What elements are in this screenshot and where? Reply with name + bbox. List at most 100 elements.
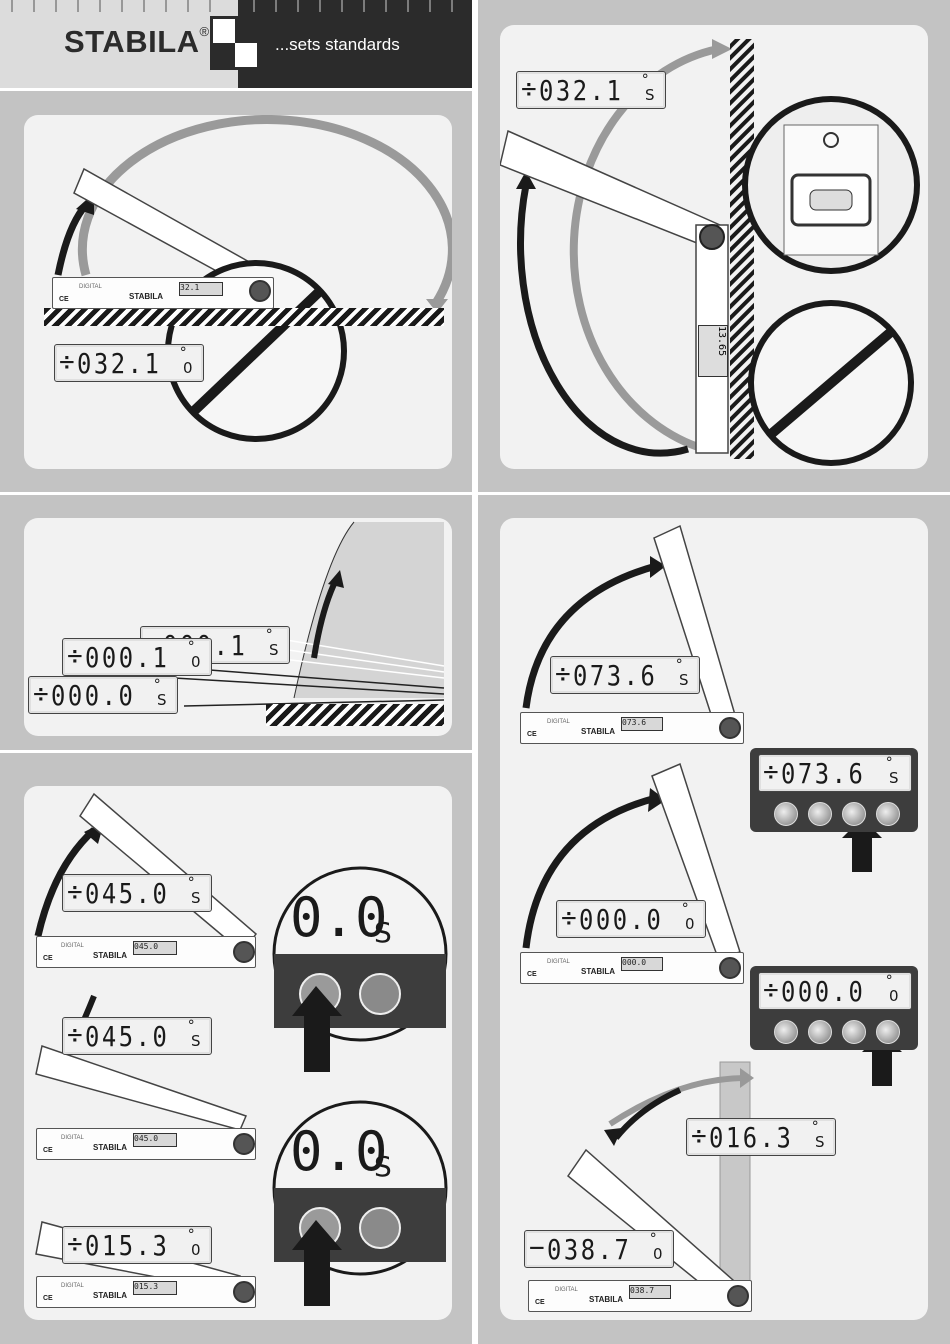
device-1: DIGITAL STABILA 073.6 CE: [520, 712, 744, 744]
header-divider: [0, 88, 472, 91]
panel-3-illustration: [173, 521, 445, 707]
display-unit: S: [191, 889, 201, 907]
display-value: 000.0: [51, 679, 136, 712]
divide-icon: ÷: [33, 679, 49, 709]
ruler-scale: [11, 0, 453, 12]
divide-icon: ÷: [763, 757, 779, 787]
display-value: 015.3: [85, 1229, 170, 1262]
degree-icon: °: [187, 1227, 196, 1243]
degree-icon: °: [187, 875, 196, 891]
light-button[interactable]: [808, 1020, 832, 1044]
ce-mark: CE: [43, 1295, 53, 1302]
display-unit: 0: [653, 1245, 663, 1263]
lcd-display-1: ÷ 045.0 ° S: [62, 874, 212, 912]
device-3: DIGITAL STABILA 015.3 CE: [36, 1276, 256, 1308]
divide-icon: ÷: [67, 1020, 83, 1050]
stabila-logo: [210, 16, 260, 70]
lcd-display-2: ÷ 000.0 ° 0: [556, 900, 706, 938]
lcd-display-1: ÷ 073.6 ° S: [550, 656, 700, 694]
zoom-panel-2: ÷ 000.0 ° 0: [750, 966, 918, 1050]
lcd-display-3: ÷ 015.3 ° 0: [62, 1226, 212, 1264]
device-1: DIGITAL STABILA 32.1 CE: [52, 277, 274, 309]
divide-icon: ÷: [521, 74, 537, 104]
device-readout: 13.65: [698, 325, 728, 377]
ce-mark: CE: [43, 1147, 53, 1154]
display-value: 032.1: [539, 74, 624, 107]
divide-icon: ÷: [67, 1229, 83, 1259]
display-unit: 0: [191, 1241, 201, 1259]
degree-icon: °: [681, 901, 690, 917]
hinge-icon: [233, 1281, 255, 1303]
mode-button[interactable]: [842, 802, 866, 826]
degree-icon: °: [885, 973, 894, 989]
hold-button[interactable]: [876, 1020, 900, 1044]
display-value: 000.0: [781, 975, 866, 1008]
mode-button[interactable]: [842, 1020, 866, 1044]
degree-icon: °: [885, 755, 894, 771]
device-1: DIGITAL STABILA 045.0 CE: [36, 936, 256, 968]
model-label: DIGITAL: [79, 284, 102, 290]
ce-mark: CE: [527, 971, 537, 978]
display-unit: S: [645, 86, 655, 104]
panel-5: DIGITAL STABILA 073.6 CE DIGITAL STABILA…: [500, 518, 928, 1320]
device-2: DIGITAL STABILA 045.0 CE: [36, 1128, 256, 1160]
display-unit: 0: [183, 359, 193, 377]
brand-name: STABILA®: [64, 24, 210, 59]
surface-hatch: [266, 704, 444, 726]
panel-1: DIGITAL STABILA 32.1 CE ÷ 032.1 ° 0: [24, 115, 452, 469]
divide-icon: ÷: [555, 659, 571, 689]
divide-icon: ÷: [67, 641, 83, 671]
panel-2: ÷ 032.1 ° S 13.65: [500, 25, 928, 469]
display-unit: S: [889, 769, 899, 787]
hinge-icon: [233, 1133, 255, 1155]
device-readout: 038.7: [629, 1285, 671, 1299]
device-2: DIGITAL STABILA 000.0 CE: [520, 952, 744, 984]
display-unit: S: [679, 671, 689, 689]
device-readout: 32.1: [179, 282, 223, 296]
hinge-icon: [719, 717, 741, 739]
degree-icon: °: [675, 657, 684, 673]
panel-2-illustration: [500, 39, 920, 466]
device-3: DIGITAL STABILA 038.7 CE: [528, 1280, 752, 1312]
display-unit: S: [269, 641, 279, 659]
divide-icon: ÷: [67, 877, 83, 907]
lcd-display-4: − 038.7 ° 0: [524, 1230, 674, 1268]
divide-icon: ÷: [561, 903, 577, 933]
lcd-display-2: ÷ 000.1 ° 0: [62, 638, 212, 676]
horizontal-divider-1: [0, 492, 950, 495]
divide-icon: ÷: [763, 975, 779, 1005]
degree-icon: °: [187, 1018, 196, 1034]
degree-icon: °: [179, 345, 188, 361]
device-readout: 015.3: [133, 1281, 177, 1295]
display-value: 000.0: [579, 903, 664, 936]
ce-mark: CE: [43, 955, 53, 962]
zoom-unit-2: S: [374, 1150, 392, 1183]
slogan: ...sets standards: [275, 35, 400, 54]
panel-3: ÷ 000.1 ° S ÷ 000.1 ° 0 ÷ 000.0 ° S: [24, 518, 452, 736]
power-button[interactable]: [774, 802, 798, 826]
degree-icon: °: [811, 1119, 820, 1135]
display-value: 000.1: [85, 641, 170, 674]
degree-icon: °: [649, 1231, 658, 1247]
display-unit: 0: [685, 915, 695, 933]
hold-button[interactable]: [876, 802, 900, 826]
zoom-lcd: ÷ 000.0 ° 0: [758, 972, 912, 1010]
lcd-display-2: ÷ 045.0 ° S: [62, 1017, 212, 1055]
lcd-display: ÷ 032.1 ° S: [516, 71, 666, 109]
zoom-lcd: ÷ 073.6 ° S: [758, 754, 912, 792]
divide-icon: ÷: [691, 1121, 707, 1151]
light-button[interactable]: [808, 802, 832, 826]
model-label: DIGITAL: [547, 719, 570, 725]
zoom-unit-1: S: [374, 916, 392, 949]
vertical-divider: [472, 0, 478, 1344]
display-value: 032.1: [77, 347, 162, 380]
surface-hatch: [44, 308, 444, 326]
brand-label: STABILA: [589, 1295, 624, 1304]
brand-label: STABILA: [581, 967, 616, 976]
lcd-display-3: ÷ 016.3 ° S: [686, 1118, 836, 1156]
brand-label: STABILA: [581, 727, 616, 736]
device-readout: 000.0: [621, 957, 663, 971]
power-button[interactable]: [774, 1020, 798, 1044]
brand-label: STABILA: [129, 292, 164, 301]
display-value: 045.0: [85, 877, 170, 910]
